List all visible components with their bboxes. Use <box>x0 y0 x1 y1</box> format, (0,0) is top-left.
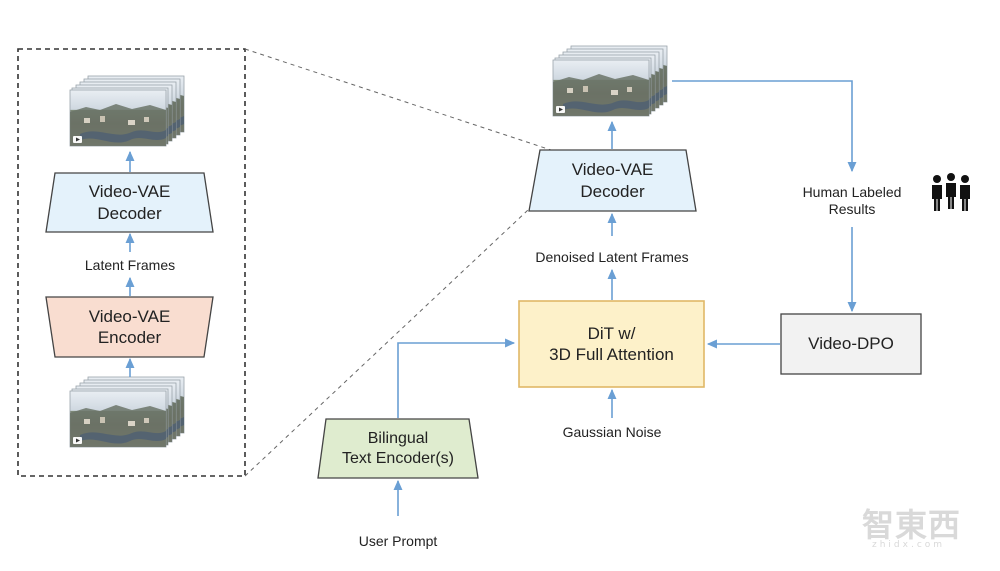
video-frames-stack-icon <box>69 75 185 147</box>
denoised-latent-frames-label: Denoised Latent Frames <box>535 249 689 265</box>
video-dpo-box <box>780 313 922 375</box>
inset-vae-encoder-box <box>45 296 214 358</box>
people-group-icon <box>932 173 970 211</box>
gaussian-noise-label: Gaussian Noise <box>562 424 662 440</box>
inset-latent-frames-label: Latent Frames <box>84 257 176 273</box>
text-encoder-box <box>317 418 479 479</box>
main-vae-decoder-box <box>528 149 697 212</box>
watermark-brand: 智東西 <box>862 506 962 544</box>
user-prompt-label: User Prompt <box>358 533 438 549</box>
inset-dashed-frame <box>17 48 246 477</box>
zoom-line-top <box>244 48 552 151</box>
arrow-output-to-human-labels <box>672 80 857 173</box>
video-frames-stack-icon <box>69 376 185 448</box>
zoom-line-bottom <box>244 209 529 477</box>
watermark-domain: zhidx.com <box>872 540 946 550</box>
arrow-text-encoder-to-dit <box>397 338 516 418</box>
inset-vae-decoder-box <box>45 172 214 233</box>
dit-box <box>518 300 705 388</box>
video-frames-stack-icon <box>552 45 668 117</box>
